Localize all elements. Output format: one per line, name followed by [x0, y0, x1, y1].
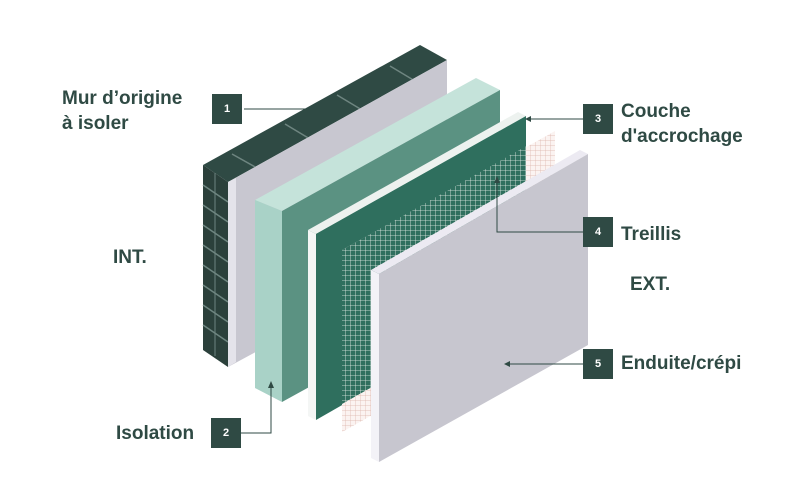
label-bonding-coat: Couche d'accrochage [621, 99, 743, 149]
label-bonding-coat-line2: d'accrochage [621, 126, 743, 147]
label-mesh: Treillis [621, 224, 682, 245]
label-original-wall: Mur d’origine à isoler [62, 86, 182, 136]
exterior-label: EXT. [630, 274, 671, 295]
interior-label: INT. [113, 247, 147, 268]
callout-lines [241, 108, 583, 434]
badge-5: 5 [583, 349, 613, 379]
badge-4: 4 [583, 217, 613, 247]
label-original-wall-line1: Mur d’origine [62, 88, 183, 109]
label-insulation: Isolation [116, 423, 195, 444]
brick-joints [202, 65, 416, 356]
layer-render [371, 150, 588, 462]
badge-1: 1 [212, 94, 242, 124]
label-original-wall-line2: à isoler [62, 113, 129, 134]
callout-line-4 [496, 180, 583, 233]
callout-line-2 [241, 385, 272, 434]
badge-3: 3 [583, 104, 613, 134]
label-render: Enduite/crépi [621, 353, 742, 374]
label-bonding-coat-line1: Couche [621, 101, 691, 122]
callout-arrowheads [268, 116, 531, 388]
badge-2: 2 [211, 418, 241, 448]
